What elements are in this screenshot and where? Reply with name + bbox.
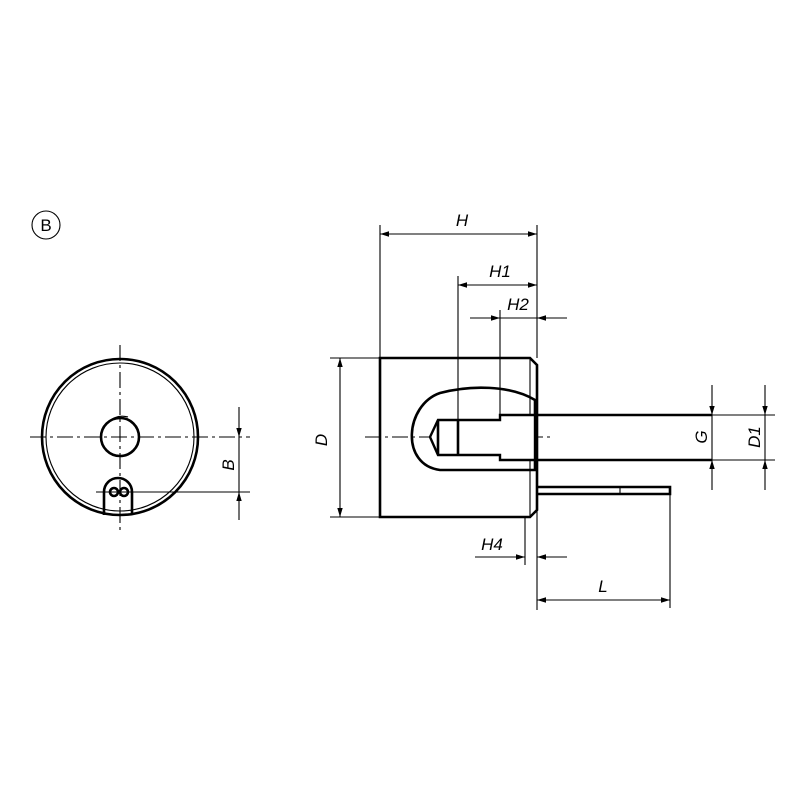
dim-d: D xyxy=(312,434,331,446)
svg-text:B: B xyxy=(40,216,51,235)
dim-d1: D1 xyxy=(745,426,764,448)
dim-h4: H4 xyxy=(481,535,503,554)
view-marker-b: B xyxy=(31,210,61,240)
dim-l: L xyxy=(598,577,607,596)
side-view: H H1 H2 D H4 L G D1 xyxy=(312,211,775,610)
dim-g: G xyxy=(692,430,711,443)
end-view: B xyxy=(30,345,250,530)
dim-h2: H2 xyxy=(507,295,529,314)
dim-h: H xyxy=(456,211,469,230)
dim-h1: H1 xyxy=(489,262,511,281)
dim-b: B xyxy=(219,459,238,470)
